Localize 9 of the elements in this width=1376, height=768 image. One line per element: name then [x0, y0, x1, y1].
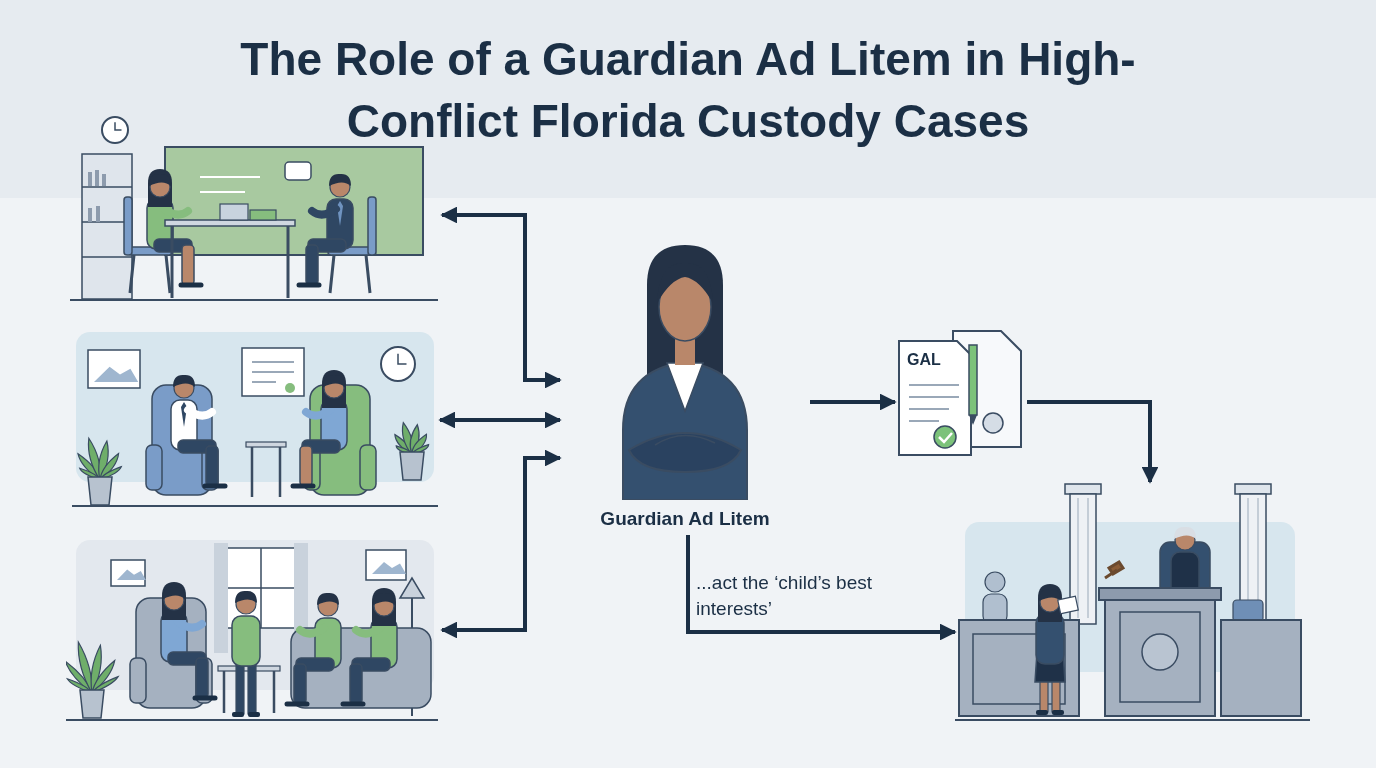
arrow — [438, 411, 562, 429]
arrow — [440, 449, 562, 639]
arrow — [810, 393, 897, 411]
title: The Role of a Guardian Ad Litem in High-Conflict Florida Custody Cases — [239, 32, 1137, 149]
document-title: GAL — [907, 351, 941, 369]
arrow — [1027, 400, 1159, 484]
arrow — [686, 535, 957, 641]
node-caption: Guardian Ad Litem — [600, 508, 770, 530]
arrow — [440, 206, 562, 389]
